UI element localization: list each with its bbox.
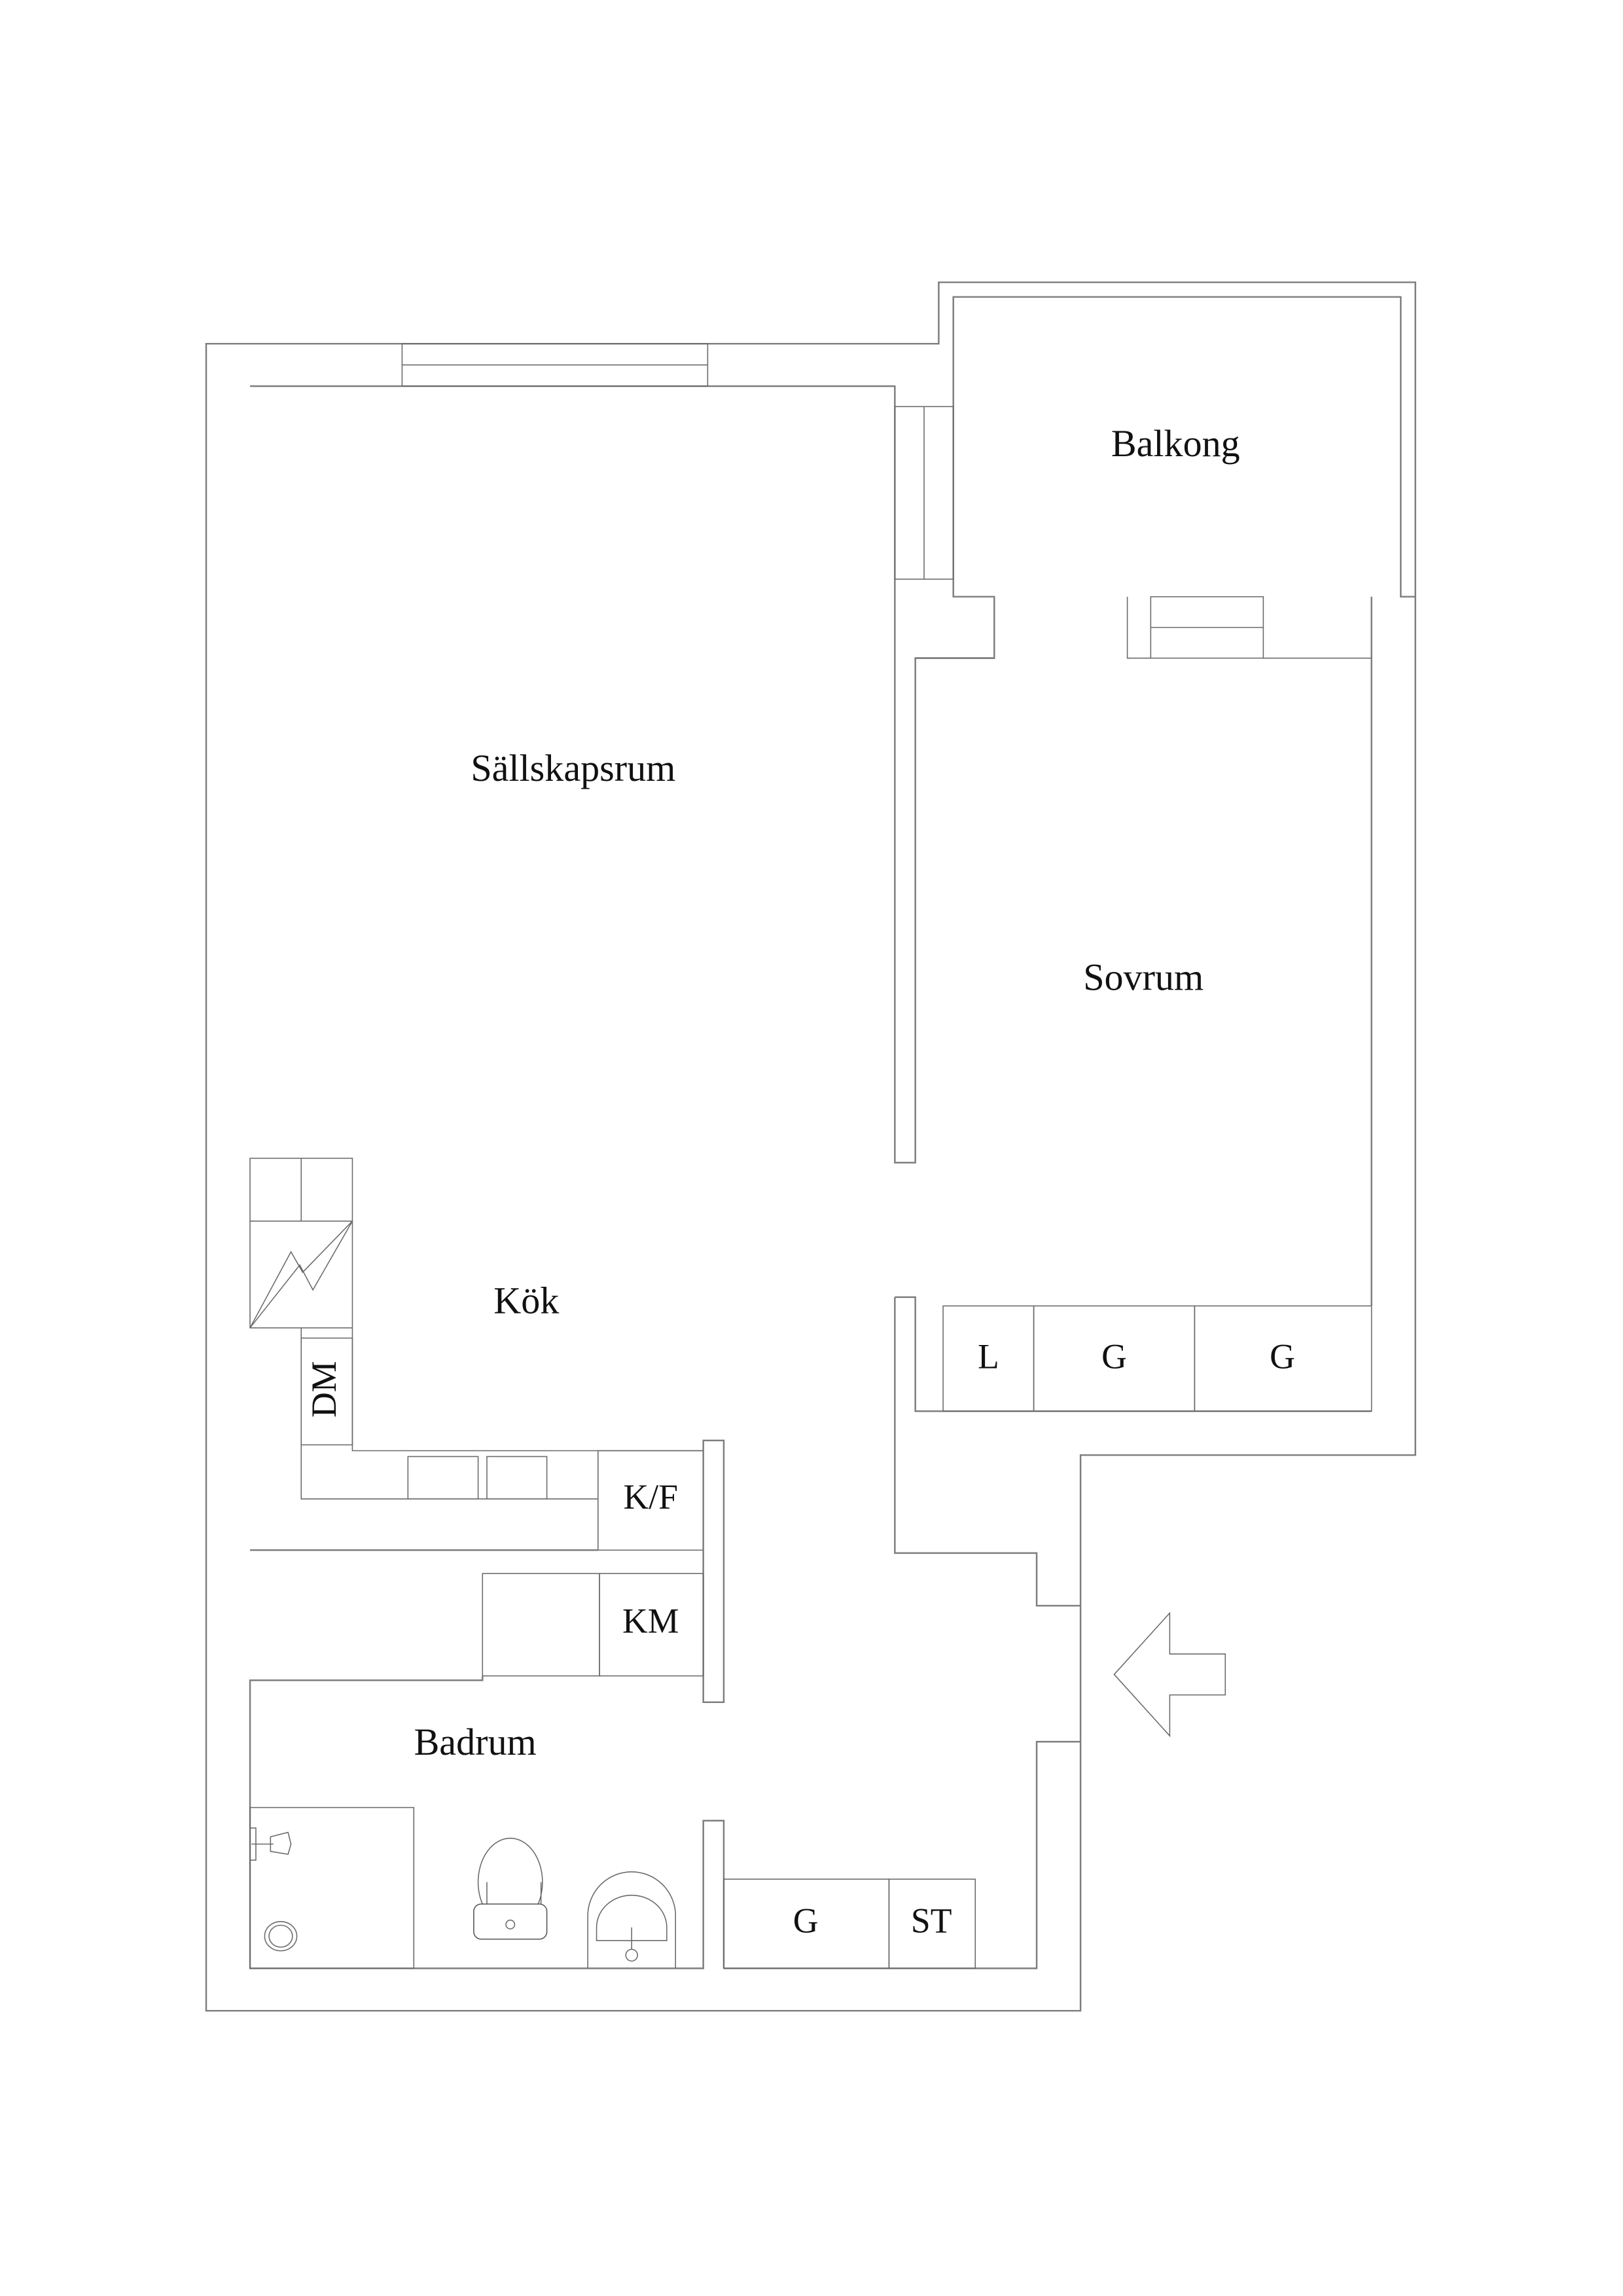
hall-storage — [723, 1740, 1081, 1969]
stove-icon — [249, 1221, 353, 1329]
outer-walls — [205, 281, 1416, 2012]
living-window — [401, 343, 709, 387]
room-label-kitchen: Kök — [493, 1279, 560, 1321]
bathroom — [249, 1676, 725, 1969]
sink-icon — [587, 1871, 676, 1969]
laundry-block — [482, 1573, 704, 1677]
washing-machine-label: KM — [622, 1602, 679, 1641]
wardrobe-label-1: G — [1101, 1336, 1127, 1376]
room-label-bathroom: Badrum — [414, 1721, 537, 1763]
shower-head-icon — [270, 1831, 292, 1856]
bedroom-closets — [894, 1296, 1372, 1607]
wardrobe-label-2: G — [1270, 1336, 1295, 1376]
dishwasher-label: DM — [304, 1361, 344, 1417]
kitchen-cabinets — [249, 1157, 725, 1704]
cleaning-closet-label: ST — [911, 1901, 952, 1941]
fridge-freezer-label: K/F — [624, 1477, 678, 1516]
linen-closet-label: L — [978, 1336, 999, 1376]
bedroom-window — [915, 596, 1372, 659]
room-label-bedroom: Sovrum — [1083, 956, 1204, 999]
room-label-living: Sällskapsrum — [471, 747, 675, 789]
hall-wardrobe-label: G — [793, 1901, 819, 1941]
toilet-icon — [473, 1837, 548, 1940]
floor-drain-icon — [264, 1921, 298, 1952]
entrance-arrow-icon — [1113, 1611, 1226, 1738]
room-label-balcony: Balkong — [1111, 422, 1240, 465]
balcony-door — [894, 406, 954, 580]
